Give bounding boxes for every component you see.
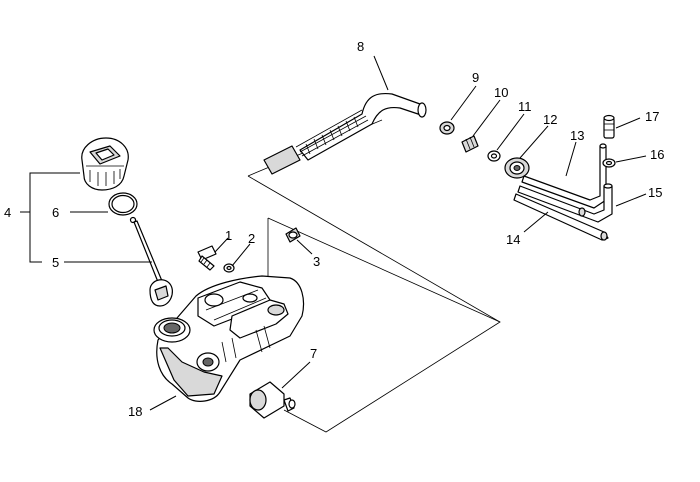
callout-4: 4 — [4, 205, 11, 220]
leader-lines — [64, 55, 647, 411]
callout-3: 3 — [313, 254, 320, 269]
callout-17: 17 — [645, 109, 659, 124]
callout-16: 16 — [650, 147, 664, 162]
fuel-lines-part — [513, 143, 613, 241]
washer-part — [223, 263, 235, 273]
grommet-part — [439, 121, 455, 135]
cap-o-ring-part — [108, 192, 138, 216]
callout-11: 11 — [518, 99, 532, 114]
screw-part — [197, 245, 217, 271]
retainer-strap-part — [129, 216, 173, 307]
callout-9: 9 — [472, 70, 479, 85]
callout-2: 2 — [248, 231, 255, 246]
fuel-cap-part — [81, 137, 129, 191]
small-ring-part — [602, 158, 616, 168]
callout-10: 10 — [494, 85, 508, 100]
callout-5: 5 — [52, 255, 59, 270]
callout-bracket-4 — [20, 172, 80, 263]
fuel-tank-part — [153, 275, 305, 402]
callout-labels: 1 2 3 4 5 6 7 8 9 10 11 12 13 14 15 16 1… — [4, 39, 664, 419]
fuel-weight-part — [603, 114, 615, 139]
fuel-filter-part — [504, 157, 530, 179]
pickup-filter-part — [249, 381, 296, 419]
small-o-ring-part — [487, 150, 501, 162]
fuel-hose-part — [263, 92, 427, 175]
callout-7: 7 — [310, 346, 317, 361]
callout-6: 6 — [52, 205, 59, 220]
callout-8: 8 — [357, 39, 364, 54]
tank-grommet-part — [285, 227, 301, 243]
callout-13: 13 — [570, 128, 584, 143]
callout-12: 12 — [543, 112, 557, 127]
callout-18: 18 — [128, 404, 142, 419]
callout-1: 1 — [225, 228, 232, 243]
callout-14: 14 — [506, 232, 520, 247]
fitting-part — [461, 135, 479, 153]
callout-15: 15 — [648, 185, 662, 200]
